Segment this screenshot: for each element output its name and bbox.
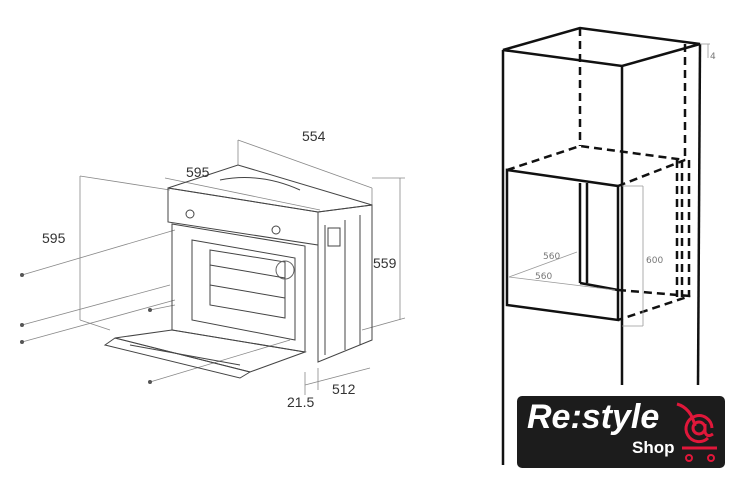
dim-width-top: 595 bbox=[186, 164, 210, 180]
dim-height-left: 595 bbox=[42, 230, 66, 246]
dim-niche-width: 560 bbox=[535, 272, 552, 282]
dim-panel-offset: 21.5 bbox=[287, 394, 314, 410]
dim-top-gap: 4 bbox=[710, 52, 716, 62]
dim-niche-height: 600 bbox=[646, 256, 663, 266]
dim-height-right: 559 bbox=[373, 255, 397, 271]
niche-drawing bbox=[501, 26, 702, 465]
restyle-shop-logo: Re:style Shop bbox=[517, 396, 725, 468]
logo-brand: Re:style bbox=[527, 398, 660, 436]
dim-depth-bottom: 512 bbox=[332, 381, 356, 397]
logo-sub: Shop bbox=[632, 438, 675, 457]
dim-niche-depth: 560 bbox=[543, 252, 560, 262]
cart-at-icon bbox=[676, 402, 717, 462]
oven-drawing bbox=[20, 139, 406, 395]
dim-depth-top: 554 bbox=[302, 128, 326, 144]
niche-dimension-lines bbox=[508, 43, 710, 327]
